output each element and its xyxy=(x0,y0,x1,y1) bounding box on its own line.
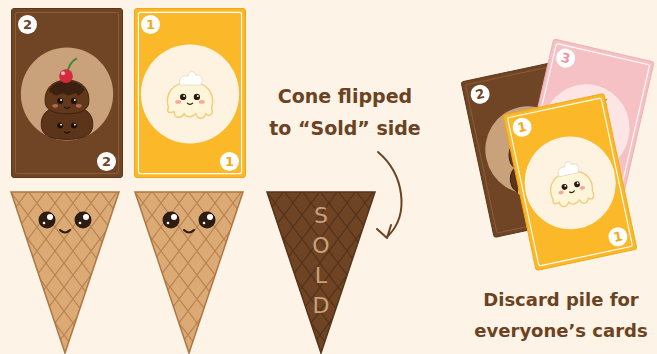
waffle-cone xyxy=(11,192,119,353)
card-number: 1 xyxy=(607,225,630,248)
cone-shape xyxy=(267,192,375,353)
card-number: 2 xyxy=(97,152,116,171)
game-card: 11 xyxy=(134,8,246,178)
sold-cone: SOLD xyxy=(266,191,376,353)
card-number: 2 xyxy=(18,15,37,34)
ice-cream-art xyxy=(15,12,118,173)
ice-cream-art xyxy=(138,12,241,173)
callout-text: Discard pile for everyone’s cards xyxy=(467,284,655,346)
card-number: 1 xyxy=(511,116,534,139)
waffle-cone xyxy=(135,192,243,353)
cone-text: SOLD xyxy=(309,203,334,323)
game-card: 22 xyxy=(11,8,123,178)
card-number: 3 xyxy=(554,47,577,70)
ice-cream-art xyxy=(507,98,632,266)
card-number: 1 xyxy=(141,15,160,34)
callout-text: Cone flipped to “Sold” side xyxy=(264,80,426,144)
card-number: 1 xyxy=(220,152,239,171)
callout-arrow xyxy=(378,152,401,236)
arrow-head xyxy=(377,225,391,238)
card-number: 2 xyxy=(469,83,492,106)
